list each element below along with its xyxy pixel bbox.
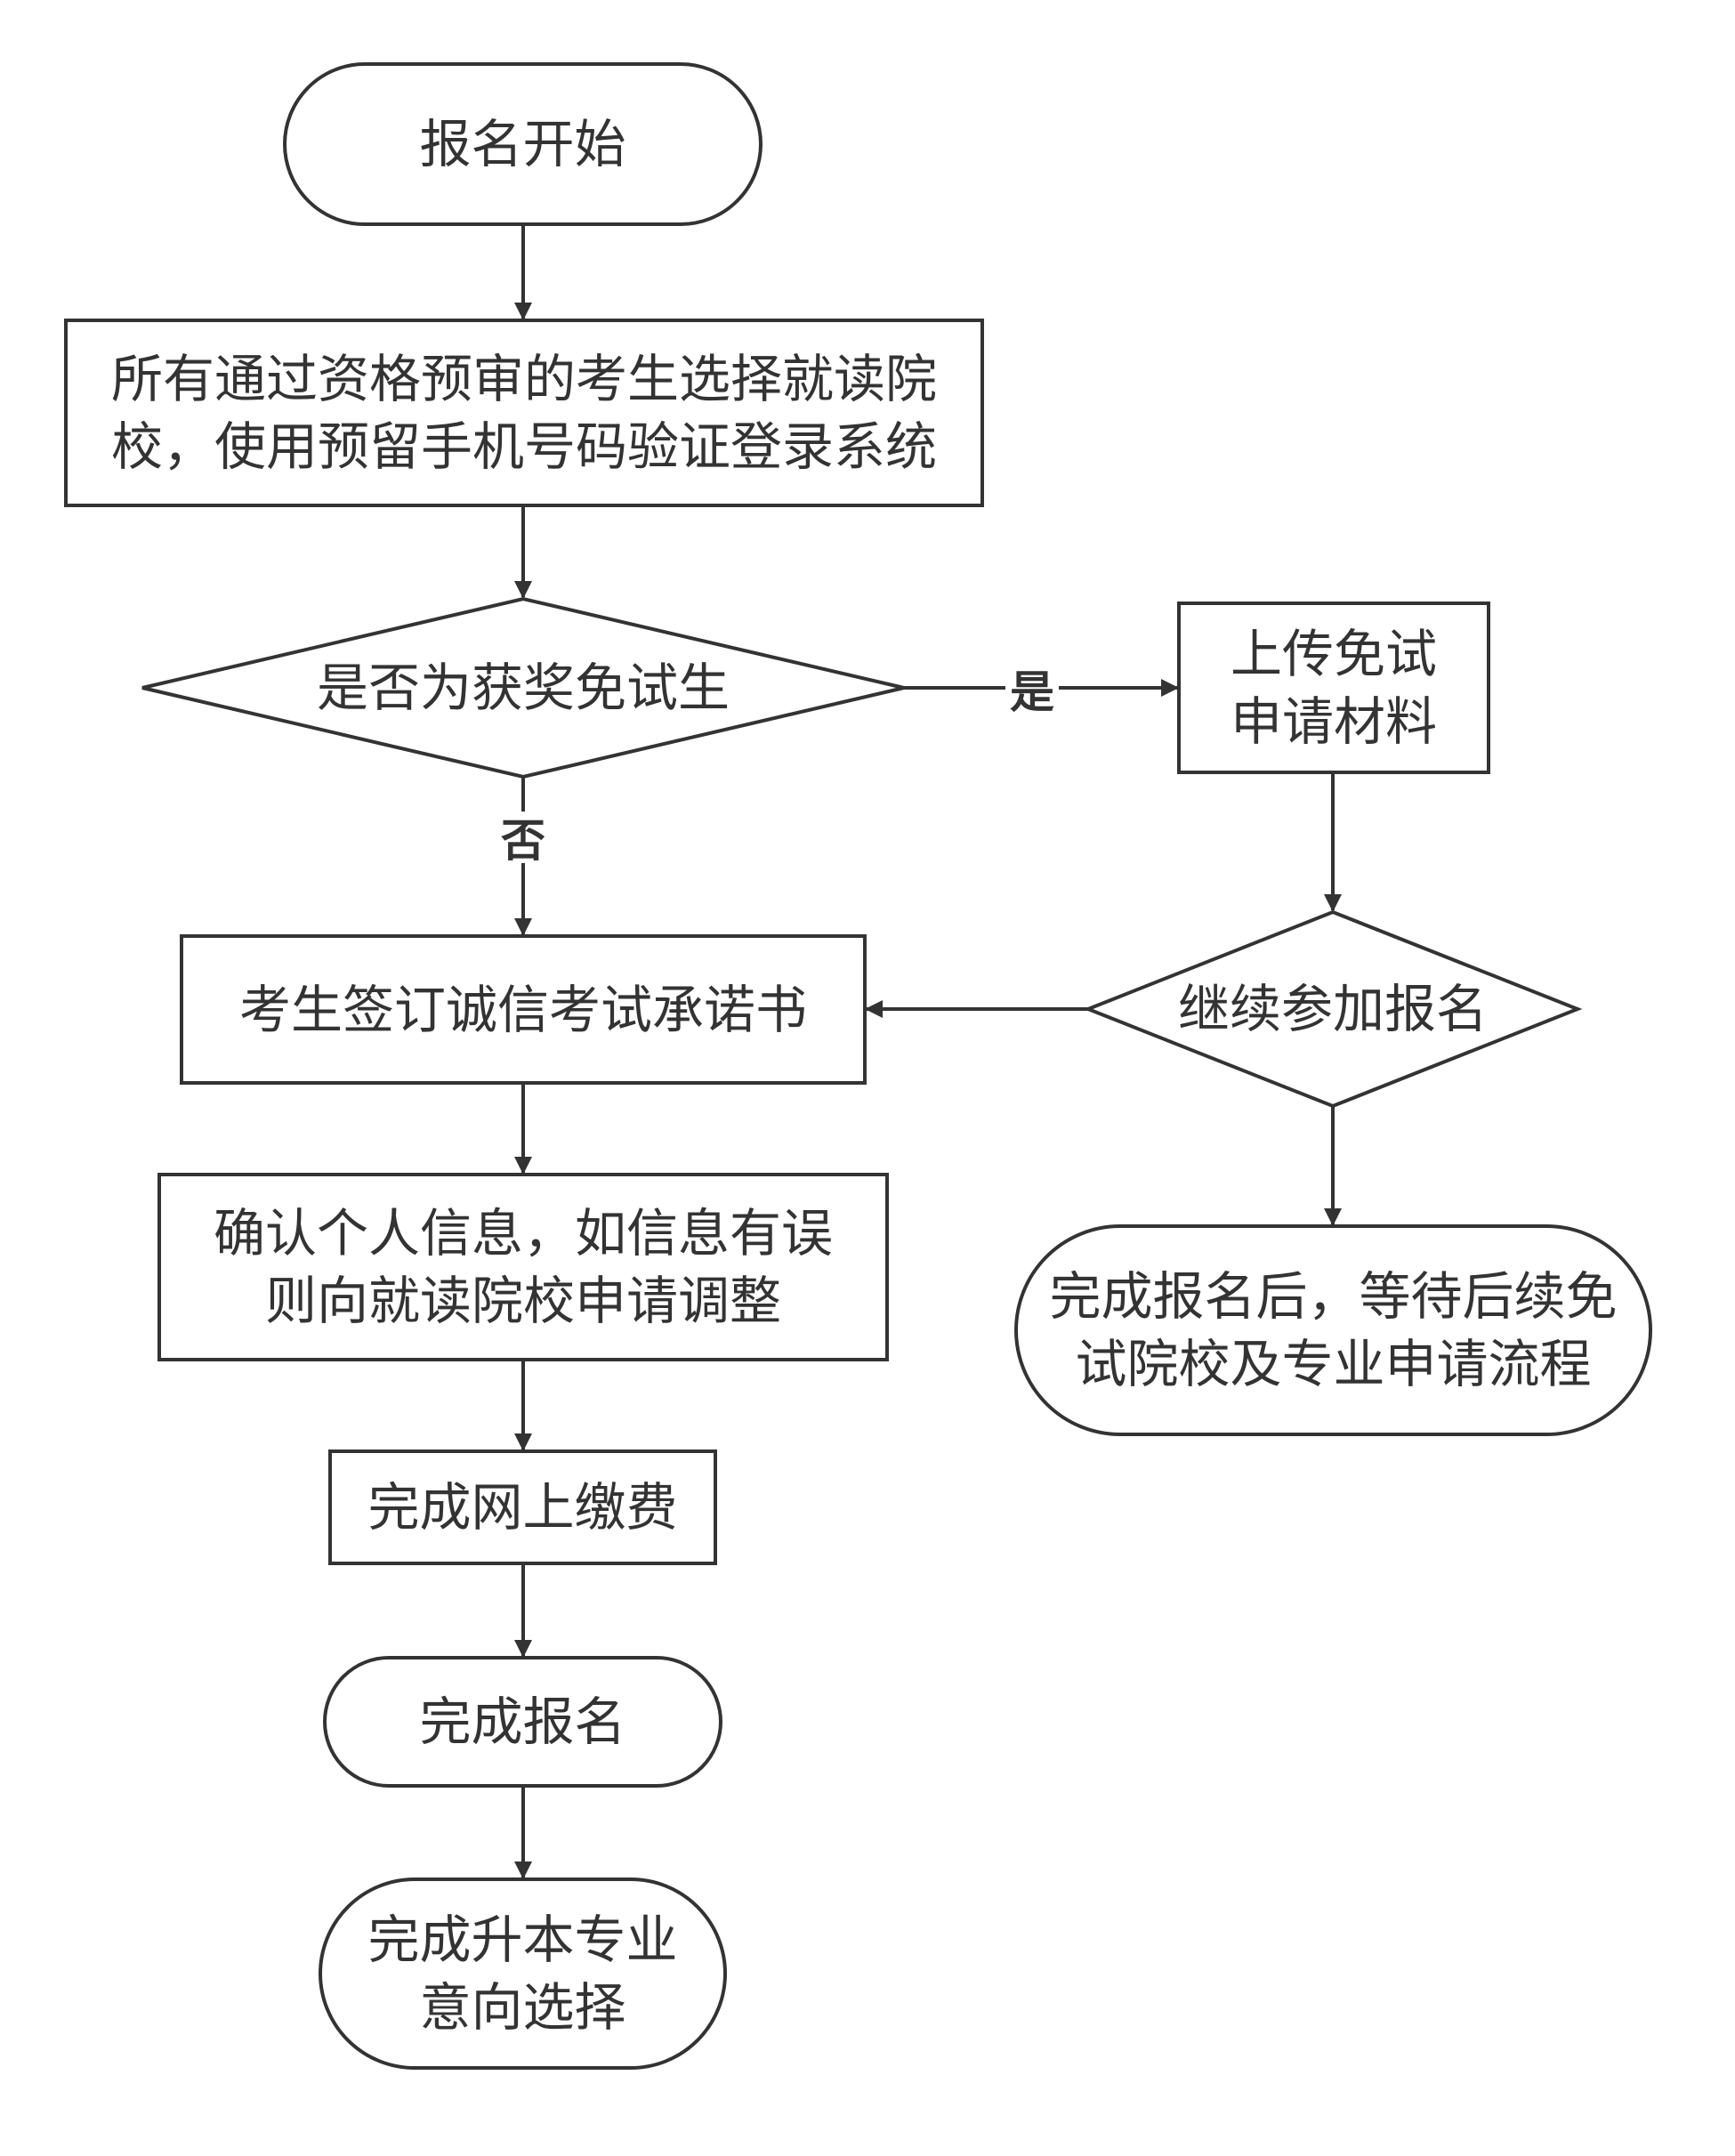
node-confirm-shape: [157, 1173, 889, 1361]
node-pay-shape: [328, 1449, 717, 1565]
node-login-label: 所有通过资格预审的考生选择就读院 校，使用预留手机号码验证登录系统: [66, 320, 982, 505]
node-done-label: 完成报名: [325, 1658, 721, 1786]
node-wait-line-2: 试院校及专业申请流程: [1075, 1334, 1592, 1394]
node-pay-label: 完成网上缴费: [330, 1451, 715, 1563]
node-upload-line-1: 上传免试: [1230, 624, 1437, 684]
node-pay-line-1: 完成网上缴费: [367, 1477, 678, 1538]
node-start-label: 报名开始: [285, 64, 761, 224]
node-award-check-label: 是否为获奖免试生: [231, 643, 815, 732]
node-sign-line-1: 考生签订诚信考试承诺书: [238, 979, 807, 1040]
node-upload-label: 上传免试 申请材料: [1179, 603, 1489, 772]
node-done-line-1: 完成报名: [419, 1692, 626, 1752]
edge-label-yes: 是: [1005, 663, 1059, 718]
node-award-check-line-1: 是否为获奖免试生: [316, 658, 730, 718]
node-wait-label: 完成报名后，等待后续免 试院校及专业申请流程: [1016, 1226, 1650, 1434]
node-wait-line-1: 完成报名后，等待后续免: [1049, 1266, 1618, 1327]
node-confirm-label: 确认个人信息，如信息有误 则向就读院校申请调整: [159, 1175, 887, 1360]
node-sign-shape: [180, 934, 867, 1085]
node-major-shape: [319, 1877, 727, 2070]
node-login-line-1: 所有通过资格预审的考生选择就读院: [110, 349, 937, 409]
node-login-shape: [64, 319, 984, 507]
node-upload-line-2: 申请材料: [1230, 691, 1437, 752]
node-major-label: 完成升本专业 意向选择: [320, 1879, 725, 2068]
node-major-line-2: 意向选择: [419, 1977, 626, 2038]
node-confirm-line-2: 则向就读院校申请调整: [264, 1271, 781, 1331]
node-login-line-2: 校，使用预留手机号码验证登录系统: [110, 416, 937, 477]
node-wait-shape: [1014, 1224, 1652, 1436]
node-upload-shape: [1177, 602, 1490, 774]
node-sign-label: 考生签订诚信考试承诺书: [182, 936, 865, 1083]
node-start-line-1: 报名开始: [419, 114, 626, 174]
node-major-line-1: 完成升本专业: [367, 1910, 678, 1970]
node-continue-check-line-1: 继续参加报名: [1177, 979, 1488, 1039]
node-confirm-line-1: 确认个人信息，如信息有误: [213, 1203, 833, 1264]
node-continue-check-shape: [1083, 909, 1583, 1109]
edge-label-no: 否: [496, 812, 550, 867]
node-continue-check-label: 继续参加报名: [1157, 965, 1509, 1054]
